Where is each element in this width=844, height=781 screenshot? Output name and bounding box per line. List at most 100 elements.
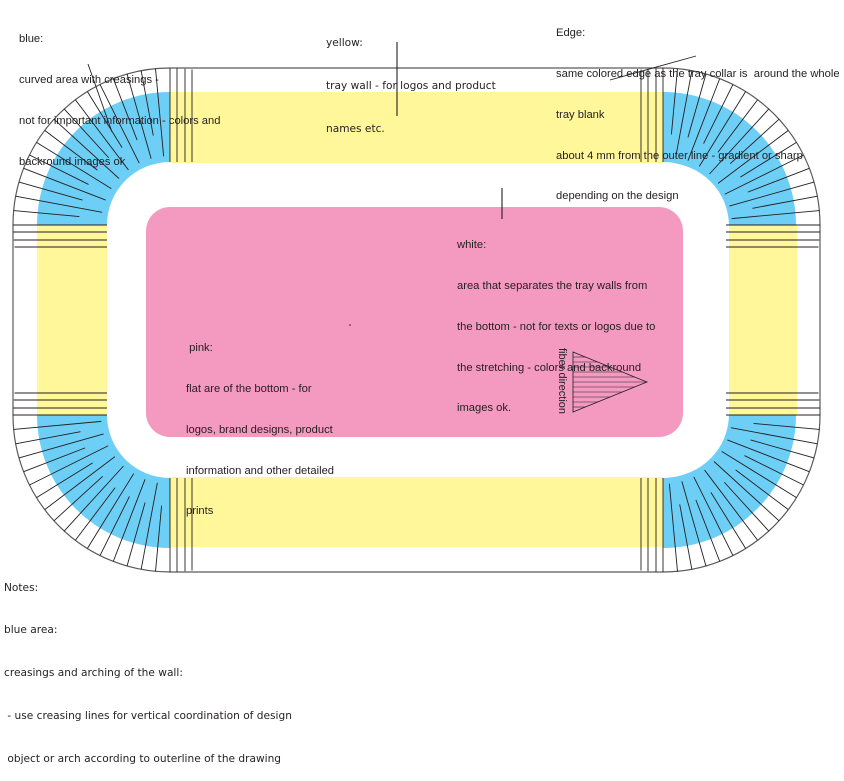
crease-line	[670, 68, 678, 135]
crease-line	[698, 91, 747, 167]
crease-line	[687, 78, 721, 161]
crease-line	[729, 181, 815, 207]
crease-line	[752, 195, 818, 209]
annotation-pink-line: flat are of the bottom - for	[186, 382, 312, 395]
crease-line	[140, 70, 154, 136]
crease-line	[53, 118, 120, 179]
crease-line	[112, 78, 138, 141]
annotation-blue-heading: blue:	[19, 33, 44, 46]
crease-line	[747, 167, 810, 193]
crease-line	[53, 475, 104, 522]
crease-line	[44, 456, 116, 510]
crease-line	[695, 499, 721, 562]
crease-line	[710, 492, 747, 549]
crease-line	[86, 91, 123, 148]
crease-line	[675, 70, 693, 158]
annotation-yellow: yellow: tray wall - for logos and produc…	[326, 8, 496, 150]
crease-line	[13, 210, 80, 218]
annotation-blue-line: not for important information - colors a…	[19, 114, 221, 127]
annotation-white-heading: white:	[457, 239, 487, 252]
annotation-white-line: area that separates the tray walls from	[457, 279, 648, 292]
crease-line	[679, 504, 693, 570]
stray-dot	[349, 324, 351, 326]
crease-line	[703, 84, 734, 144]
blue-corner-bottom-right	[663, 415, 796, 548]
crease-line	[15, 431, 81, 445]
crease-line	[75, 99, 129, 171]
crease-line	[753, 422, 820, 430]
crease-line	[713, 461, 780, 522]
crease-line	[23, 167, 106, 201]
crease-line	[29, 445, 109, 486]
annotation-blue-line: curved area with creasings -	[19, 73, 159, 86]
blue-creased-corners	[37, 92, 796, 548]
crease-line	[99, 496, 130, 556]
annotation-edge-heading: Edge:	[556, 27, 586, 40]
crease-line	[13, 420, 102, 430]
notes-line: blue area:	[4, 624, 58, 637]
annotation-edge-line: about 4 mm from the outer line - gradien…	[556, 149, 803, 162]
fiber-direction-label: fiber direction	[556, 348, 568, 415]
crease-line	[155, 68, 165, 157]
crease-line	[15, 195, 103, 213]
annotation-yellow-heading: yellow:	[326, 37, 363, 50]
crease-line	[693, 476, 734, 556]
crease-line	[687, 73, 707, 138]
yellow-wall-right	[729, 225, 797, 415]
notes-heading: Notes:	[4, 581, 39, 594]
crease-line	[140, 482, 158, 570]
crease-line	[717, 99, 758, 153]
crease-line	[709, 108, 770, 175]
crease-line	[18, 433, 104, 459]
annotation-blue: blue: curved area with creasings - not f…	[19, 6, 220, 183]
yellow-wall-left	[37, 225, 107, 415]
crease-line	[29, 154, 89, 185]
crease-line	[99, 84, 140, 164]
crease-line	[63, 465, 124, 532]
crease-line	[735, 469, 789, 510]
yellow-wall-bottom	[170, 477, 663, 547]
crease-line	[730, 427, 818, 445]
crease-line	[36, 462, 93, 499]
notes-line: creasings and arching of the wall:	[4, 667, 183, 680]
notes-section: Notes: blue area: creasings and arching …	[4, 552, 292, 781]
crease-line	[724, 154, 804, 195]
annotation-white-line: the stretching - colors and backround	[457, 361, 642, 374]
crease-line	[717, 130, 789, 184]
crease-line	[44, 130, 98, 171]
yellow-tray-walls	[37, 92, 797, 547]
crease-line	[112, 479, 146, 562]
annotation-pink-line: information and other detailed	[186, 464, 335, 477]
crease-line	[721, 450, 797, 499]
annotation-yellow-line: names etc.	[326, 122, 385, 135]
annotation-edge-line: depending on the design	[556, 190, 679, 203]
crease-line	[86, 473, 135, 549]
crease-line	[723, 481, 770, 532]
annotation-pink-line: prints	[186, 505, 214, 518]
crease-line	[681, 481, 707, 567]
crease-line	[704, 469, 758, 541]
crease-line	[18, 181, 83, 201]
crease-line	[63, 108, 110, 159]
notes-line: object or arch according to outerline of…	[4, 753, 282, 766]
crease-line	[729, 118, 780, 165]
crease-line	[126, 502, 146, 567]
fiber-direction-arrow-icon	[572, 351, 649, 413]
annotation-pink: pink: flat are of the bottom - for logos…	[186, 315, 334, 533]
annotation-edge-line: same colored edge as the tray collar is …	[556, 67, 840, 80]
tray-blank-diagram	[12, 42, 821, 573]
crease-lines	[13, 68, 820, 572]
blue-corner-top-left	[37, 92, 170, 225]
blue-corner-bottom-left	[37, 415, 170, 548]
annotation-yellow-line: tray wall - for logos and product	[326, 80, 496, 93]
leader-line-blue	[87, 63, 113, 133]
annotation-pink-line: logos, brand designs, product	[186, 423, 333, 436]
crease-line	[75, 487, 116, 541]
annotation-blue-line: backround images ok	[19, 155, 126, 168]
crease-line	[155, 505, 163, 572]
crease-line	[744, 455, 804, 486]
annotation-edge-line: tray blank	[556, 108, 605, 121]
annotation-pink-heading: pink:	[186, 342, 213, 355]
crease-line	[727, 439, 810, 473]
annotation-white-line: the bottom - not for texts or logos due …	[457, 320, 656, 333]
